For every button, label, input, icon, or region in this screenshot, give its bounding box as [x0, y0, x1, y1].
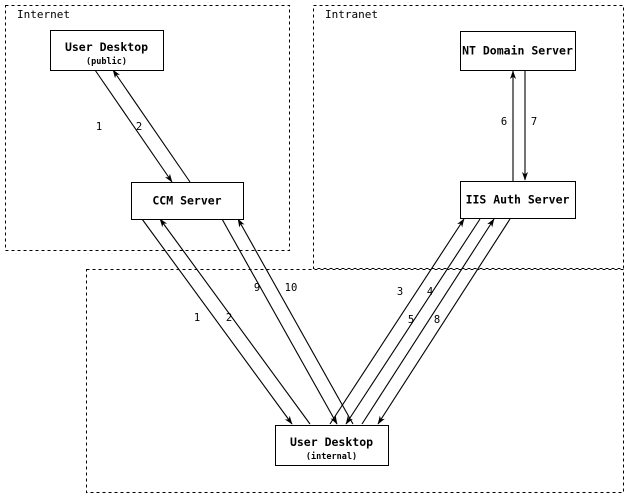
node-iis-auth-server[interactable]: IIS Auth Server — [459, 180, 577, 220]
flow-step-label: 3 — [397, 286, 403, 298]
flow-step-label: 2 — [226, 312, 232, 324]
node-box-ccm-server[interactable] — [130, 181, 245, 221]
flow-arrow-step-5-user-desktop-internal-to-iis-auth-server — [361, 218, 495, 425]
flow-step-label: 2 — [136, 121, 142, 133]
flow-arrow-step-4-iis-auth-server-to-user-desktop-internal — [345, 218, 481, 425]
zone-label-intranet: Intranet — [325, 8, 378, 21]
flow-arrow-step-3-user-desktop-internal-to-iis-auth-server — [329, 218, 465, 425]
flow-arrow-step-9-ccm-server-to-user-desktop-internal — [221, 218, 338, 425]
zone-boundary-internal-network — [85, 268, 625, 494]
flow-arrow-step-10-user-desktop-internal-to-ccm-server — [237, 218, 354, 425]
node-nt-domain-server[interactable]: NT Domain Server — [459, 30, 577, 72]
zone-intranet: Intranet — [312, 4, 625, 270]
flow-arrow-step-1-user-desktop-public-to-ccm-server — [94, 69, 173, 183]
flow-arrow-step-2-user-desktop-internal-to-ccm-server — [159, 218, 311, 425]
flow-step-labels: 1 2 1 2 9 10 6 7 3 4 5 8 — [96, 116, 537, 326]
flow-step-label: 4 — [427, 286, 433, 298]
node-ccm-server[interactable]: CCM Server — [130, 181, 245, 221]
diagram-nodes: User Desktop (public) CCM Server NT Domain … — [49, 29, 577, 467]
node-label-user-desktop-internal: User Desktop — [290, 435, 373, 449]
zone-internal-network — [85, 268, 625, 494]
node-sublabel-user-desktop-public: (public) — [86, 56, 127, 67]
node-box-user-desktop-internal[interactable] — [274, 424, 390, 467]
node-label-iis-auth-server: IIS Auth Server — [466, 193, 570, 207]
node-label-nt-domain-server: NT Domain Server — [462, 44, 573, 58]
node-box-nt-domain-server[interactable] — [459, 30, 577, 72]
flow-step-label: 5 — [408, 314, 414, 326]
zone-boundaries: Internet Intranet — [4, 4, 625, 494]
zone-label-internet: Internet — [17, 8, 70, 21]
flow-arrow-step-2-ccm-server-to-user-desktop-public — [112, 69, 191, 183]
flow-arrow-step-1-ccm-server-to-user-desktop-internal — [141, 218, 293, 425]
flow-step-label: 1 — [194, 312, 200, 324]
flow-step-label: 8 — [434, 314, 440, 326]
node-box-iis-auth-server[interactable] — [459, 180, 577, 220]
flow-step-label: 10 — [285, 282, 298, 294]
flow-step-label: 6 — [501, 116, 507, 128]
node-box-user-desktop-public[interactable] — [49, 29, 165, 72]
node-user-desktop-internal[interactable]: User Desktop (internal) — [274, 424, 390, 467]
flow-step-label: 7 — [531, 116, 537, 128]
node-sublabel-user-desktop-internal: (internal) — [306, 451, 357, 462]
node-label-ccm-server: CCM Server — [152, 194, 221, 208]
flow-arrow-step-8-iis-auth-server-to-user-desktop-internal — [377, 218, 511, 425]
zone-internet: Internet — [4, 4, 291, 252]
node-label-user-desktop-public: User Desktop — [65, 40, 148, 54]
flow-step-label: 1 — [96, 121, 102, 133]
flow-arrows — [94, 69, 529, 425]
flow-step-label: 9 — [254, 282, 260, 294]
zone-boundary-intranet — [312, 4, 625, 270]
node-user-desktop-public[interactable]: User Desktop (public) — [49, 29, 165, 72]
